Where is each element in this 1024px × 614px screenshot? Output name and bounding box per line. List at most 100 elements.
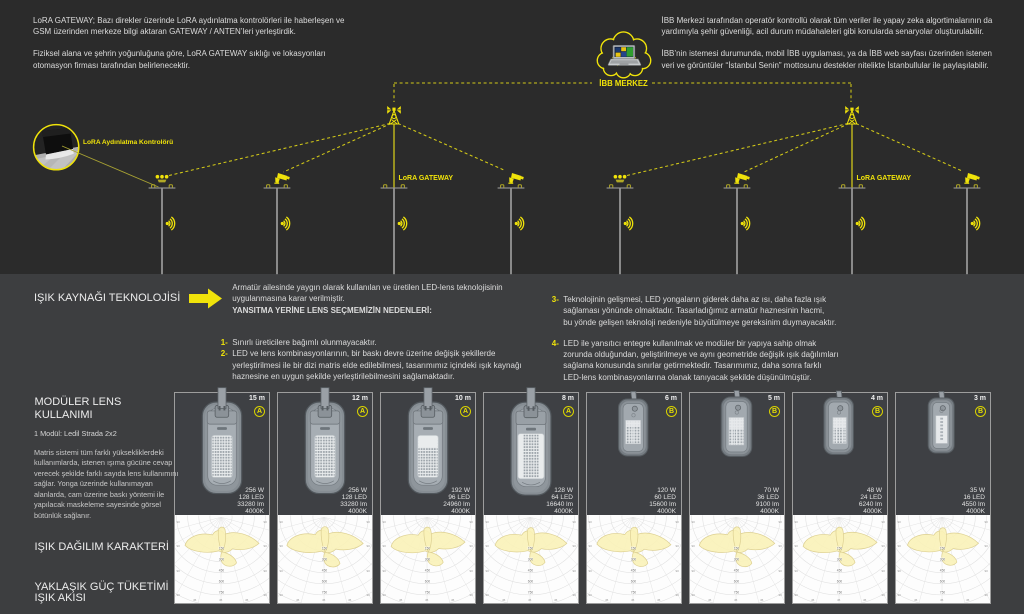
svg-text:90: 90 — [367, 544, 371, 548]
svg-text:600: 600 — [425, 579, 431, 583]
svg-text:90: 90 — [779, 593, 783, 597]
svg-text:600: 600 — [940, 579, 946, 583]
svg-text:90: 90 — [692, 593, 696, 597]
svg-text:90: 90 — [985, 544, 989, 548]
svg-text:90: 90 — [367, 569, 371, 573]
svg-text:90: 90 — [882, 520, 886, 524]
svg-text:45: 45 — [863, 598, 867, 602]
svg-text:450: 450 — [219, 568, 225, 572]
svg-text:450: 450 — [940, 568, 946, 572]
svg-text:90: 90 — [898, 520, 902, 524]
svg-text:90: 90 — [692, 569, 696, 573]
svg-text:45: 45 — [760, 598, 764, 602]
svg-text:150: 150 — [322, 546, 328, 550]
svg-text:90: 90 — [589, 544, 593, 548]
svg-text:600: 600 — [837, 579, 843, 583]
svg-text:90: 90 — [367, 520, 371, 524]
svg-text:90: 90 — [676, 544, 680, 548]
svg-text:450: 450 — [734, 568, 740, 572]
svg-text:90: 90 — [486, 569, 490, 573]
svg-text:90: 90 — [264, 544, 268, 548]
svg-text:90: 90 — [882, 569, 886, 573]
svg-text:90: 90 — [177, 544, 181, 548]
svg-text:45: 45 — [296, 598, 300, 602]
svg-text:90: 90 — [486, 593, 490, 597]
svg-text:300: 300 — [322, 557, 328, 561]
svg-text:90: 90 — [692, 544, 696, 548]
svg-text:450: 450 — [322, 568, 328, 572]
svg-text:45: 45 — [554, 598, 558, 602]
svg-text:90: 90 — [882, 593, 886, 597]
svg-text:750: 750 — [940, 590, 946, 594]
svg-text:45: 45 — [708, 598, 712, 602]
svg-text:90: 90 — [383, 520, 387, 524]
svg-text:90: 90 — [486, 520, 490, 524]
svg-text:90: 90 — [177, 569, 181, 573]
svg-text:90: 90 — [898, 544, 902, 548]
svg-text:45: 45 — [837, 598, 841, 602]
svg-text:90: 90 — [795, 520, 799, 524]
svg-text:600: 600 — [631, 579, 637, 583]
svg-text:90: 90 — [676, 593, 680, 597]
svg-text:45: 45 — [605, 598, 609, 602]
svg-text:45: 45 — [631, 598, 635, 602]
svg-text:90: 90 — [676, 569, 680, 573]
svg-text:150: 150 — [219, 546, 225, 550]
svg-text:45: 45 — [245, 598, 249, 602]
svg-text:90: 90 — [898, 593, 902, 597]
svg-text:300: 300 — [219, 557, 225, 561]
svg-text:45: 45 — [322, 598, 326, 602]
svg-text:450: 450 — [631, 568, 637, 572]
svg-text:90: 90 — [280, 569, 284, 573]
svg-text:150: 150 — [837, 546, 843, 550]
svg-text:90: 90 — [589, 520, 593, 524]
svg-text:600: 600 — [528, 579, 534, 583]
svg-text:45: 45 — [348, 598, 352, 602]
svg-text:90: 90 — [470, 520, 474, 524]
svg-text:750: 750 — [528, 590, 534, 594]
svg-text:450: 450 — [837, 568, 843, 572]
svg-text:45: 45 — [425, 598, 429, 602]
svg-text:90: 90 — [470, 544, 474, 548]
svg-text:450: 450 — [528, 568, 534, 572]
svg-text:90: 90 — [779, 544, 783, 548]
svg-text:300: 300 — [837, 557, 843, 561]
svg-text:45: 45 — [811, 598, 815, 602]
svg-text:90: 90 — [177, 520, 181, 524]
svg-text:45: 45 — [451, 598, 455, 602]
svg-text:90: 90 — [470, 569, 474, 573]
svg-text:90: 90 — [383, 569, 387, 573]
svg-text:90: 90 — [383, 544, 387, 548]
svg-text:90: 90 — [486, 544, 490, 548]
svg-text:90: 90 — [795, 569, 799, 573]
svg-text:45: 45 — [502, 598, 506, 602]
svg-text:90: 90 — [985, 520, 989, 524]
svg-text:90: 90 — [264, 520, 268, 524]
svg-text:45: 45 — [914, 598, 918, 602]
svg-text:90: 90 — [280, 593, 284, 597]
svg-text:150: 150 — [734, 546, 740, 550]
svg-text:90: 90 — [264, 569, 268, 573]
svg-text:90: 90 — [177, 593, 181, 597]
svg-text:90: 90 — [779, 569, 783, 573]
svg-text:90: 90 — [589, 569, 593, 573]
svg-text:90: 90 — [898, 569, 902, 573]
svg-text:90: 90 — [280, 544, 284, 548]
svg-text:750: 750 — [734, 590, 740, 594]
svg-text:45: 45 — [940, 598, 944, 602]
svg-text:90: 90 — [589, 593, 593, 597]
svg-text:45: 45 — [734, 598, 738, 602]
svg-text:90: 90 — [264, 593, 268, 597]
svg-text:90: 90 — [280, 520, 284, 524]
svg-text:45: 45 — [399, 598, 403, 602]
svg-text:90: 90 — [795, 544, 799, 548]
svg-text:750: 750 — [219, 590, 225, 594]
svg-text:300: 300 — [528, 557, 534, 561]
svg-text:300: 300 — [940, 557, 946, 561]
svg-text:450: 450 — [425, 568, 431, 572]
svg-text:300: 300 — [734, 557, 740, 561]
svg-text:150: 150 — [940, 546, 946, 550]
svg-text:90: 90 — [470, 593, 474, 597]
svg-text:90: 90 — [985, 569, 989, 573]
svg-text:750: 750 — [837, 590, 843, 594]
